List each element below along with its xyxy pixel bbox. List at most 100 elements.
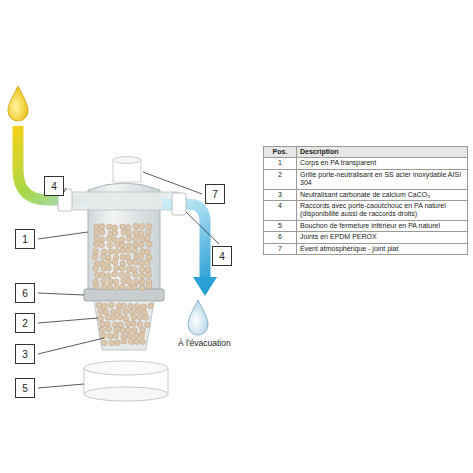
table-cell: Joints en EPDM PEROX xyxy=(297,232,468,243)
calcium-pellet xyxy=(137,322,143,328)
calcium-pellet xyxy=(115,340,121,346)
leader-line xyxy=(38,318,98,323)
calcium-pellet xyxy=(99,224,105,230)
table-row: 5Bouchon de fermeture inférieur en PA na… xyxy=(264,220,468,231)
calcium-pellet xyxy=(106,224,112,230)
calcium-pellet xyxy=(133,259,139,265)
calcium-pellet xyxy=(105,314,111,320)
callout-box: 7 xyxy=(205,184,225,204)
calcium-pellet xyxy=(127,333,133,339)
calcium-pellet xyxy=(114,285,120,291)
table-cell: Pos. xyxy=(264,147,297,158)
calcium-pellet xyxy=(101,340,107,346)
calcium-pellet xyxy=(139,279,145,285)
calcium-pellet xyxy=(121,303,127,309)
calcium-pellet xyxy=(93,249,99,255)
leader-line xyxy=(64,188,66,192)
calcium-pellet xyxy=(146,272,152,278)
calcium-pellet xyxy=(119,237,125,243)
calcium-pellet xyxy=(113,333,119,339)
calcium-pellet xyxy=(131,284,137,290)
calcium-pellet xyxy=(102,284,108,290)
calcium-pellet xyxy=(115,308,121,314)
table-cell: Grille porte-neutralisant en SS acier in… xyxy=(297,169,468,189)
calcium-pellet xyxy=(92,254,98,260)
calcium-pellet xyxy=(106,326,112,332)
leader-line xyxy=(38,232,88,239)
calcium-pellet xyxy=(94,230,100,236)
right-fitting xyxy=(172,193,186,215)
calcium-pellet xyxy=(143,315,149,321)
calcium-pellet xyxy=(112,271,118,277)
calcium-pellet xyxy=(139,285,145,291)
calcium-pellet xyxy=(111,315,117,321)
table-row: 7Évent atmosphérique - joint plat xyxy=(264,243,468,254)
calcium-pellet xyxy=(99,327,105,333)
bottom-nut-base xyxy=(84,387,168,401)
calcium-pellet xyxy=(106,259,112,265)
calcium-pellet xyxy=(101,278,107,284)
calcium-pellet xyxy=(107,333,113,339)
callout-number: 2 xyxy=(22,318,28,329)
table-cell: Bouchon de fermeture inférieur en PA nat… xyxy=(297,220,468,231)
calcium-pellet xyxy=(99,237,105,243)
calcium-pellet xyxy=(138,231,144,237)
calcium-pellet xyxy=(134,339,140,345)
calcium-pellet xyxy=(113,265,119,271)
calcium-pellet xyxy=(117,314,123,320)
outlet-arrowhead xyxy=(193,277,217,296)
calcium-pellet xyxy=(133,333,139,339)
calcium-pellet xyxy=(99,229,105,235)
calcium-pellet xyxy=(120,284,126,290)
calcium-pellet xyxy=(135,308,141,314)
pellet-group xyxy=(92,223,154,345)
calcium-pellet xyxy=(138,242,144,248)
calcium-pellet xyxy=(145,236,151,242)
calcium-pellet xyxy=(113,279,119,285)
calcium-pellet xyxy=(108,249,114,255)
calcium-pellet xyxy=(119,272,125,278)
calcium-pellet xyxy=(94,224,100,230)
calcium-pellet xyxy=(108,278,114,284)
inlet-tube xyxy=(18,126,86,200)
calcium-pellet xyxy=(139,332,145,338)
calcium-pellet xyxy=(121,338,127,344)
calcium-pellet xyxy=(128,303,134,309)
calcium-pellet xyxy=(132,242,138,248)
callout-number: 4 xyxy=(219,251,225,262)
calcium-pellet xyxy=(93,283,99,289)
calcium-pellet xyxy=(109,340,115,346)
calcium-pellet xyxy=(119,265,125,271)
calcium-pellet xyxy=(146,241,152,247)
calcium-pellet xyxy=(145,230,151,236)
calcium-pellet xyxy=(130,321,136,327)
calcium-pellet xyxy=(99,242,105,248)
table-cell: 2 xyxy=(264,169,297,189)
leader-line xyxy=(186,212,219,244)
outlet-label: À l'évacuation xyxy=(178,338,231,348)
seal-ring xyxy=(84,289,164,301)
calcium-pellet xyxy=(131,328,137,334)
calcium-pellet xyxy=(97,308,103,314)
calcium-pellet xyxy=(114,248,120,254)
calcium-pellet xyxy=(144,260,150,266)
calcium-pellet xyxy=(131,314,137,320)
calcium-pellet xyxy=(128,339,134,345)
calcium-pellet xyxy=(127,259,133,265)
calcium-pellet xyxy=(132,272,138,278)
callout-box: 4 xyxy=(212,246,232,266)
callout-number: 7 xyxy=(212,189,218,200)
table-cell: 6 xyxy=(264,232,297,243)
callout-number: 4 xyxy=(51,181,57,192)
table-cell: 3 xyxy=(264,189,297,200)
leader-line xyxy=(38,293,84,295)
table-cell: Corps en PA transparent xyxy=(297,158,468,169)
table-row: 2Grille porte-neutralisant en SS acier i… xyxy=(264,169,468,189)
calcium-pellet xyxy=(112,322,118,328)
table-row: 6Joints en EPDM PEROX xyxy=(264,232,468,243)
callout-box: 1 xyxy=(15,229,35,249)
calcium-pellet xyxy=(123,309,129,315)
leader-line xyxy=(143,172,202,194)
calcium-pellet xyxy=(125,327,131,333)
callout-box: 6 xyxy=(15,283,35,303)
